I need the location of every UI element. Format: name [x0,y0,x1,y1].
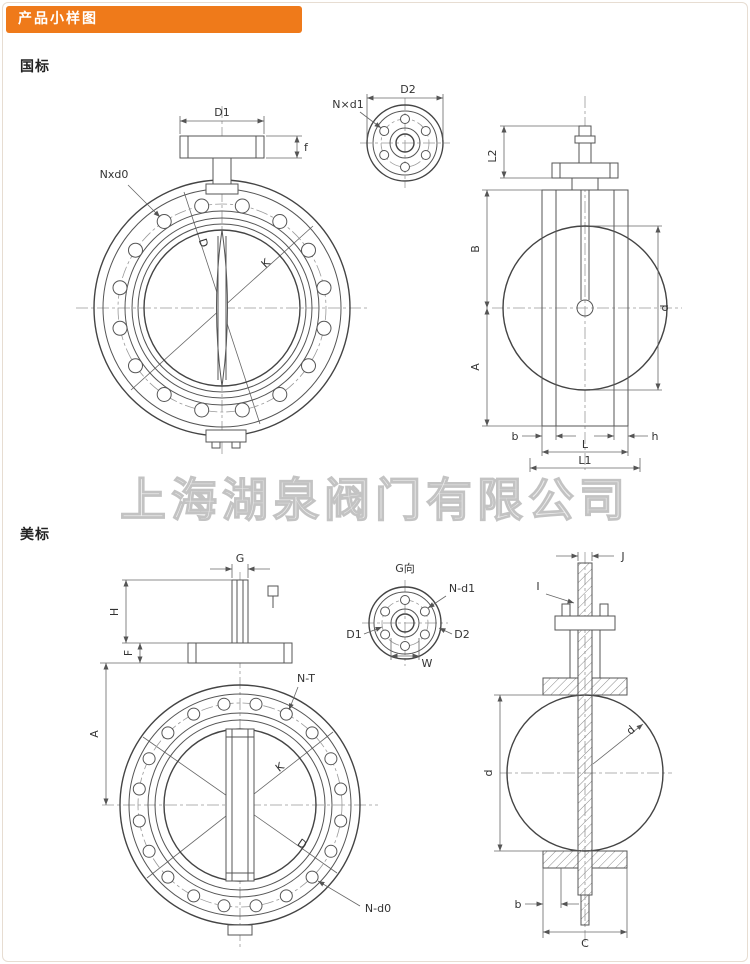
gb-dim-l-label: L [582,438,589,451]
gb-dim-k-label: K [259,256,274,271]
gb-bottom-cap [205,429,247,449]
us-side-shaft [577,562,593,926]
us-dim-h-label: H [108,608,121,616]
gb-dim-h-label: h [652,430,659,443]
gb-front-view: D1 f Nxd0 K D [76,106,368,456]
gb-dim-b-big-label: B [469,245,482,253]
gb-flange-view: D2 N×d1 [332,83,450,188]
page-title: 产品小样图 [18,11,98,27]
us-dim-a-label: A [88,730,101,738]
gb-stem-assembly [179,135,265,195]
us-front-view: G H F A N-T K D N-d0 [88,552,391,950]
gb-dim-d2-label: D2 [400,83,415,96]
us-dim-d1-label: D1 [346,628,361,641]
us-dim-w-label: W [422,657,433,670]
gb-dim-nxd1-label: N×d1 [332,98,363,111]
us-dim-b-label: b [515,898,522,911]
us-bottom-cap [227,924,253,936]
us-dim-i-label: I [536,580,539,593]
section-label-gb: 国标 [20,59,50,75]
gb-flange-bolt-holes [379,114,431,172]
gb-drawing: D1 f Nxd0 K D D2 N×d1 [76,83,682,472]
gb-side-view: L2 B A d b h L L1 [469,96,682,472]
us-dim-g-label: G [236,552,245,565]
us-dim-k-label: K [273,759,287,774]
gb-bolt-holes [112,198,332,418]
us-flange-bolt-holes [380,595,430,651]
us-dim-nt-label: N-T [297,672,315,685]
us-dim-c-label: C [581,937,589,950]
us-bolt-holes [132,697,348,913]
us-side-top-mount [554,603,616,678]
us-dim-nd0-label: N-d0 [365,902,391,915]
gb-side-stem-assembly [551,125,619,191]
us-dim-nd1-label: N-d1 [449,582,475,595]
us-side-view: J I d d b C [482,550,672,950]
gb-dim-d-label: D [196,237,211,249]
us-dim-d-label: D [295,836,309,852]
us-dim-d-left-label: d [482,770,495,777]
us-dim-j-label: J [620,550,624,563]
gb-valve-disc [216,229,228,387]
us-drawing: G H F A N-T K D N-d0 [88,550,672,950]
us-valve-disc [225,728,255,882]
gb-dim-l1-label: L1 [578,454,591,467]
us-flange-gview-label: G向 [395,561,415,575]
gb-dim-d-label: d [658,305,671,312]
us-dim-d2-label: D2 [454,628,469,641]
gb-dim-a-label: A [469,363,482,371]
us-flange-view: G向 N-d1 D1 D2 W [346,561,475,670]
surface-finish-symbol [267,585,279,608]
gb-dim-f-label: f [304,141,309,154]
section-label-us: 美标 [20,527,50,543]
gb-dim-nxd0-label: Nxd0 [100,168,129,181]
page-title-bar: 产品小样图 [6,6,302,33]
gb-dim-d1-label: D1 [214,106,229,119]
us-stem-assembly [187,579,293,664]
gb-dim-b-label: b [512,430,519,443]
gb-dim-l2-label: L2 [486,149,499,162]
us-dim-f-label: F [122,650,135,656]
